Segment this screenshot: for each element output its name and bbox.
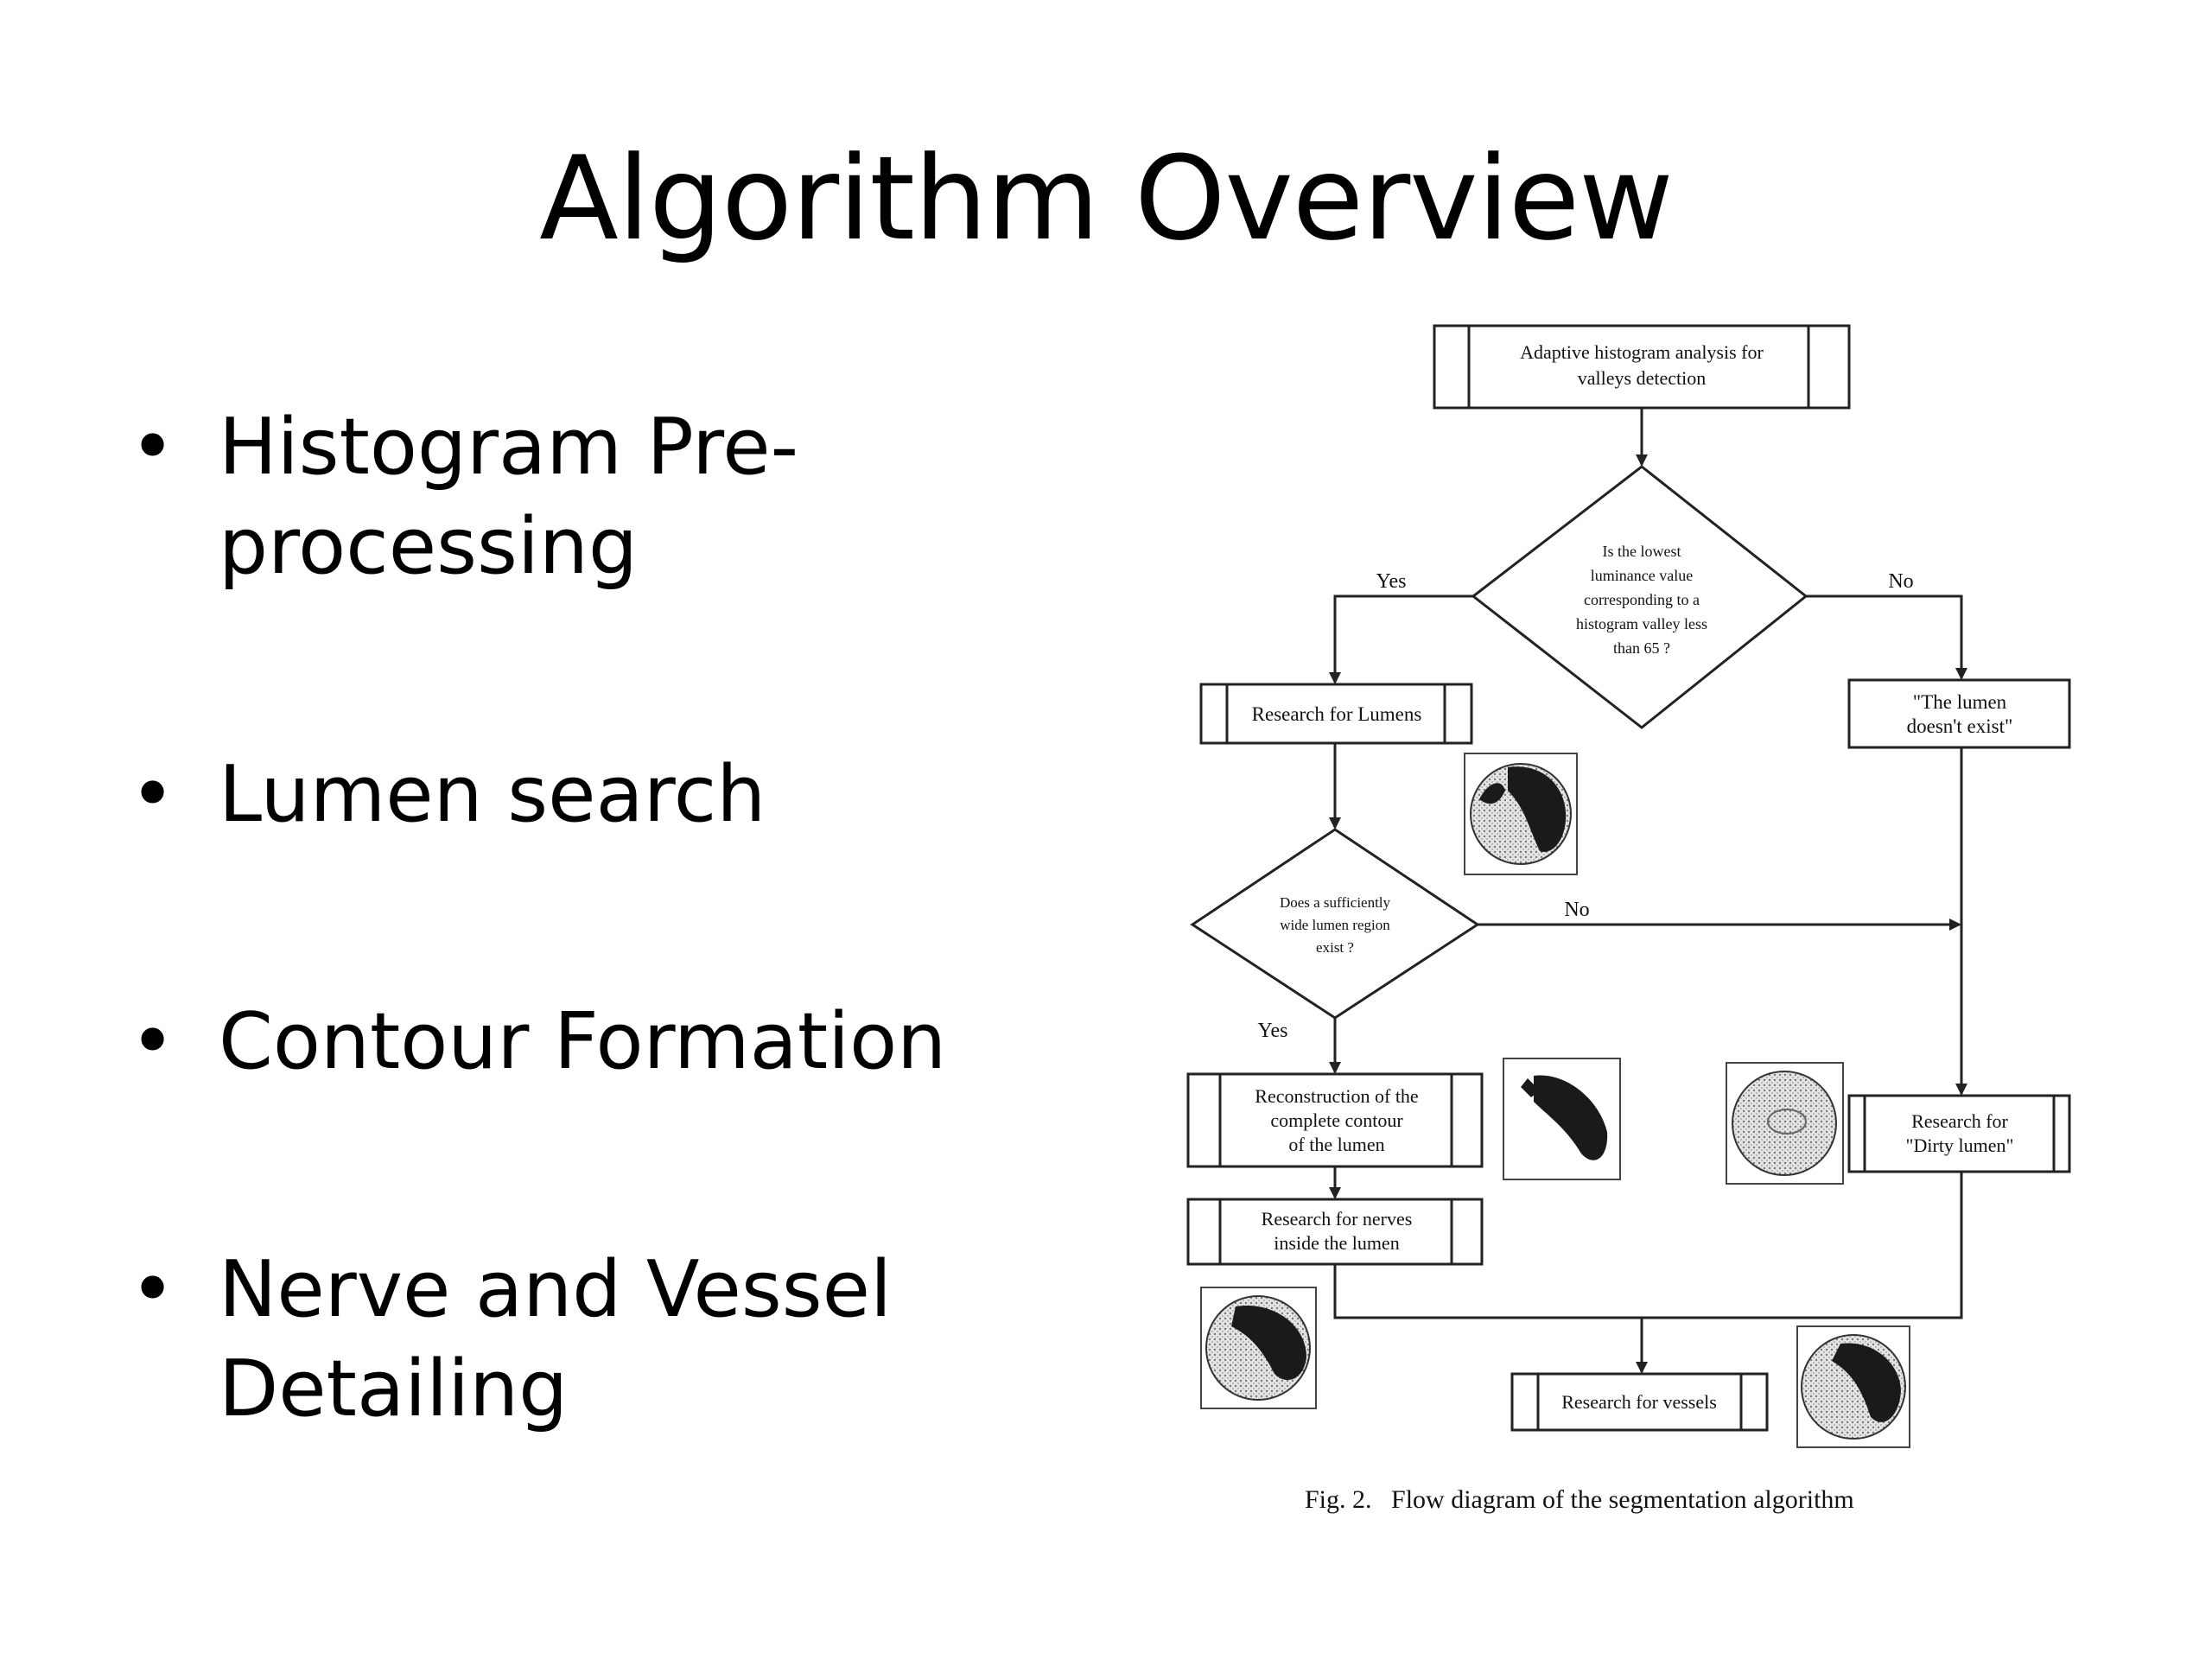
- node-lumen-not-exist-line1: "The lumen: [1913, 691, 2007, 713]
- bullet-text-line: Nerve and Vessel: [219, 1244, 892, 1335]
- node-reconstruction-box: [1186, 1072, 1484, 1168]
- lumen-image-thumbnail-3: [1726, 1062, 1844, 1185]
- node-dirty-lumen-box: [1847, 1094, 2071, 1173]
- node-decision2-line1: Does a sufficiently: [1280, 894, 1391, 911]
- node-research-lumens-box: [1199, 683, 1473, 745]
- node-nerves-line1: Research for nerves: [1262, 1208, 1413, 1230]
- node-vessels-box: [1510, 1372, 1769, 1432]
- node-decision1-line4: histogram valley less: [1576, 615, 1707, 632]
- bullet-text-line: Contour Formation: [219, 996, 947, 1087]
- node-adaptive-box: [1433, 324, 1851, 410]
- edge-label-yes-2: Yes: [1258, 1020, 1288, 1042]
- lumen-image-thumbnail-2: [1503, 1058, 1621, 1180]
- node-decision2-line2: wide lumen region: [1280, 917, 1390, 933]
- node-decision-lowest-luminance: [1471, 465, 1808, 729]
- node-lumen-not-exist-box: [1847, 678, 2071, 749]
- edge-label-no-1: No: [1888, 570, 1913, 593]
- node-adaptive-line2: valleys detection: [1578, 367, 1706, 389]
- bullet-text-line: Detailing: [219, 1344, 569, 1434]
- bullet-icon: •: [130, 749, 176, 840]
- node-research-lumens-label: Research for Lumens: [1252, 703, 1422, 725]
- node-reconstruction-line1: Reconstruction of the: [1255, 1085, 1418, 1107]
- node-decision1-line2: luminance value: [1591, 567, 1693, 584]
- bullet-icon: •: [130, 996, 176, 1087]
- node-decision1-line1: Is the lowest: [1603, 543, 1681, 560]
- lumen-image-thumbnail-4: [1200, 1287, 1317, 1409]
- lumen-image-thumbnail-5: [1796, 1325, 1910, 1448]
- node-reconstruction-line3: of the lumen: [1288, 1134, 1384, 1155]
- node-adaptive-line1: Adaptive histogram analysis for: [1520, 341, 1764, 363]
- node-decision1-line3: corresponding to a: [1584, 591, 1700, 608]
- flow-connectors: [1329, 408, 1967, 1374]
- node-decision2-line3: exist ?: [1316, 939, 1354, 956]
- node-dirty-lumen-line2: "Dirty lumen": [1906, 1135, 2014, 1156]
- edge-label-no-2: No: [1564, 899, 1589, 921]
- node-nerves-box: [1186, 1198, 1484, 1266]
- thumbnail-images: [1200, 753, 1910, 1448]
- node-decision1-line5: than 65 ?: [1613, 639, 1670, 657]
- edge-label-yes-1: Yes: [1376, 570, 1407, 593]
- node-dirty-lumen-line1: Research for: [1911, 1110, 2008, 1132]
- bullet-icon: •: [130, 402, 176, 493]
- bullet-icon: •: [130, 1244, 176, 1335]
- bullet-text-line: processing: [219, 501, 639, 592]
- lumen-image-thumbnail-1: [1464, 753, 1578, 875]
- node-nerves-line2: inside the lumen: [1274, 1232, 1399, 1254]
- bullet-text-line: Lumen search: [219, 749, 766, 840]
- figure-caption: Fig. 2. Flow diagram of the segmentation…: [1305, 1485, 1854, 1514]
- node-reconstruction-line2: complete contour: [1270, 1109, 1403, 1131]
- slide-title: Algorithm Overview: [539, 131, 1674, 266]
- node-vessels-label: Research for vessels: [1561, 1391, 1717, 1413]
- node-lumen-not-exist-line2: doesn't exist": [1907, 715, 2013, 737]
- bullet-text-line: Histogram Pre-: [219, 402, 799, 493]
